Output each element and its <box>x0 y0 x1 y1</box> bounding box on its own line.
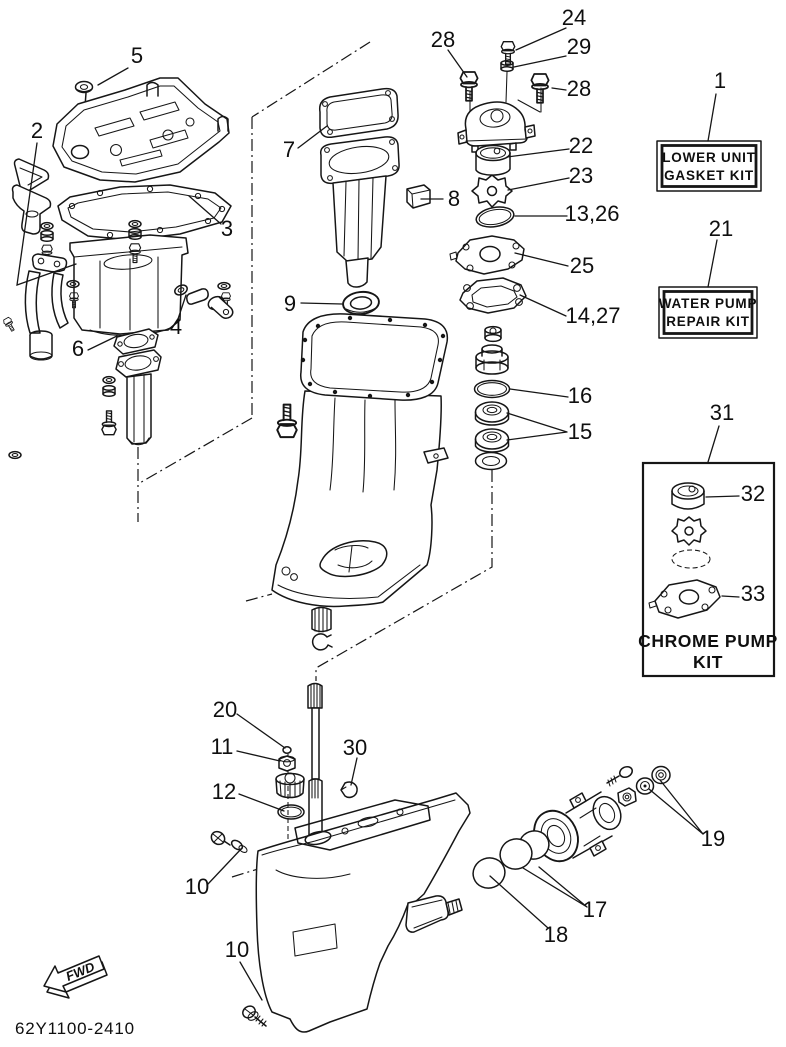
thrust-washer-drawing <box>474 451 508 471</box>
callout-11: 11 <box>211 734 234 759</box>
callout-17: 17 <box>583 897 607 922</box>
callout-24: 24 <box>562 5 586 30</box>
chrome-kit-line1: CHROME PUMP <box>638 631 778 651</box>
pump-fastener-axis-lines <box>469 71 542 119</box>
impeller-drawing <box>471 174 513 208</box>
callout-12: 12 <box>212 779 236 804</box>
chrome-kit-cup-drawing <box>671 482 705 510</box>
pump-bolt-right <box>530 73 550 104</box>
prop-shaft-drawing <box>405 895 463 933</box>
chrome-pump-kit-box: CHROME PUMP KIT <box>638 461 778 678</box>
exhaust-damper-drawing <box>406 184 431 209</box>
lower-unit-gasket-kit-box: LOWER UNIT GASKET KIT <box>656 140 762 192</box>
muffler-body-drawing <box>69 234 189 336</box>
chrome-kit-oring-drawing <box>671 549 711 569</box>
callout-14-27: 14,27 <box>565 303 620 328</box>
part-code: 62Y1100-2410 <box>15 1019 135 1038</box>
callout-22: 22 <box>569 133 593 158</box>
exhaust-pipe-gasket-drawing <box>113 328 159 355</box>
fwd-arrow: FWD <box>43 955 108 999</box>
callout-32: 32 <box>741 481 765 506</box>
callout-23: 23 <box>569 163 593 188</box>
pump-bolt-left <box>459 71 479 102</box>
pump-nut-29 <box>500 60 514 72</box>
gearcase-drawing <box>255 792 471 1033</box>
upper-casing-drawing <box>271 313 449 608</box>
callout-4: 4 <box>170 314 182 339</box>
pinion-stack-drawing <box>275 746 305 858</box>
callout-5: 5 <box>131 43 143 68</box>
callout-7: 7 <box>283 137 295 162</box>
gearcase-bolt-drawing <box>210 830 248 853</box>
callout-25: 25 <box>570 253 594 278</box>
pump-housing-drawing <box>457 101 536 153</box>
skeg-screw-drawing <box>242 1005 267 1027</box>
exhaust-guide-drawing <box>52 77 230 183</box>
callout-30: 30 <box>343 735 367 760</box>
shaft-nut-drawing <box>484 325 502 343</box>
pipe-seal-drawing <box>342 290 380 316</box>
callout-1: 1 <box>714 68 726 93</box>
callout-16: 16 <box>568 383 592 408</box>
pump-gasket-drawing <box>459 277 527 314</box>
callout-8: 8 <box>448 186 460 211</box>
pump-plate-drawing <box>449 235 525 275</box>
driveshaft-bushing-drawing <box>311 606 333 651</box>
anode-clip-drawing <box>340 781 358 799</box>
oil-seals-drawing <box>474 401 510 453</box>
chrome-kit-plate-drawing <box>648 579 721 619</box>
callout-33: 33 <box>741 581 765 606</box>
callout-13-26: 13,26 <box>564 201 619 226</box>
gasket-kit-line1: LOWER UNIT <box>662 150 756 165</box>
callout-18: 18 <box>544 922 568 947</box>
callout-labels: 5 2 7 3 28 24 29 28 1 22 23 8 13,26 21 2… <box>31 5 765 962</box>
repair-kit-line1: WATER PUMP <box>659 296 758 311</box>
callout-9: 9 <box>284 291 296 316</box>
impeller-cup-drawing <box>475 144 511 176</box>
gasket-kit-line2: GASKET KIT <box>664 168 754 183</box>
callout-20: 20 <box>213 697 237 722</box>
repair-kit-line2: REPAIR KIT <box>666 314 750 329</box>
exhaust-pipe-drawing <box>101 349 162 446</box>
driveshaft-drawing <box>307 682 323 841</box>
callout-6: 6 <box>72 336 84 361</box>
section-border-lines <box>137 41 493 878</box>
cartridge-oring-drawing <box>473 379 511 399</box>
callout-29: 29 <box>567 34 591 59</box>
bearing-carrier-drawing <box>533 765 671 863</box>
callout-21: 21 <box>709 216 733 241</box>
pump-oring-drawing <box>475 206 515 228</box>
callout-19: 19 <box>701 826 725 851</box>
muffler-tube-drawing <box>319 136 400 288</box>
callout-3: 3 <box>221 216 233 241</box>
leader-lines <box>16 27 740 1001</box>
callout-28-left: 28 <box>431 27 455 52</box>
chrome-kit-impeller-drawing <box>671 516 707 546</box>
water-tube-drawing <box>24 253 69 361</box>
upper-gasket-drawing <box>318 87 399 139</box>
callout-31: 31 <box>710 400 734 425</box>
chrome-kit-line2: KIT <box>693 652 723 672</box>
callout-10-upper: 10 <box>185 874 209 899</box>
callout-15: 15 <box>568 419 592 444</box>
exhaust-bracket-drawing <box>11 158 52 235</box>
mount-gasket-drawing <box>57 184 232 241</box>
water-pump-repair-kit-box: WATER PUMP REPAIR KIT <box>658 286 758 339</box>
callout-2: 2 <box>31 118 43 143</box>
carrier-orings-drawing <box>472 830 550 889</box>
callout-10-lower: 10 <box>225 937 249 962</box>
callout-28-right: 28 <box>567 76 591 101</box>
muffler-seal-drawing <box>174 284 234 320</box>
seal-cartridge-drawing <box>475 344 509 375</box>
